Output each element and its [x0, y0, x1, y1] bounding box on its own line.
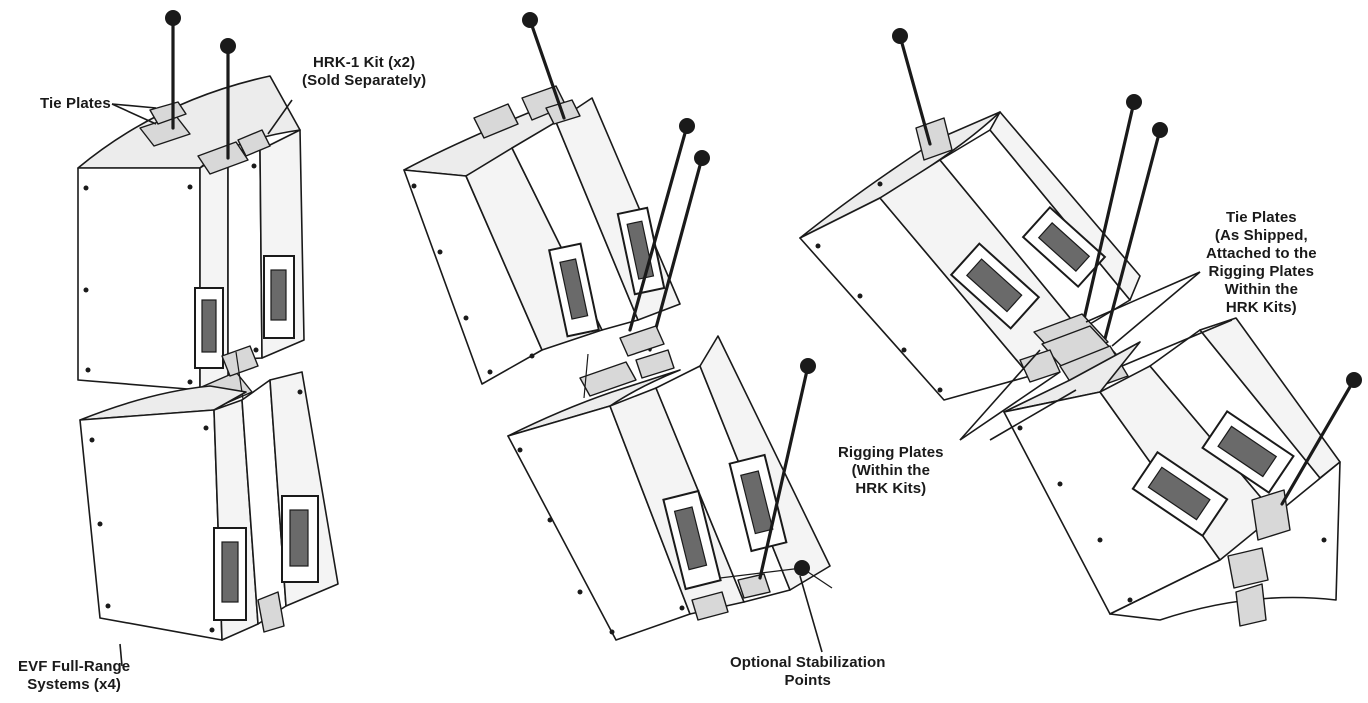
stabilization-points-label: Optional Stabilization Points — [730, 654, 886, 689]
left-assembly — [77, 10, 339, 667]
left-upper-cabinet-pair — [77, 10, 305, 393]
left-lower-cabinet-pair — [79, 371, 339, 641]
rigging-plates-label: Rigging Plates (Within the HRK Kits) — [838, 444, 944, 497]
right-assembly — [799, 28, 1362, 627]
evf-systems-label: EVF Full-Range Systems (x4) — [18, 658, 131, 693]
middle-upper-cabinet-pair — [403, 12, 710, 385]
middle-lower-cabinet-pair — [507, 335, 833, 641]
hrk-kit-label: HRK-1 Kit (x2) (Sold Separately) — [302, 54, 427, 89]
tie-plates-right-label: Tie Plates (As Shipped, Attached to the … — [1206, 209, 1317, 316]
right-upper-cabinet-pair — [799, 28, 1168, 401]
right-lower-cabinet-pair — [1003, 317, 1362, 627]
tie-plates-left-label: Tie Plates — [40, 95, 111, 112]
middle-assembly — [403, 12, 833, 653]
